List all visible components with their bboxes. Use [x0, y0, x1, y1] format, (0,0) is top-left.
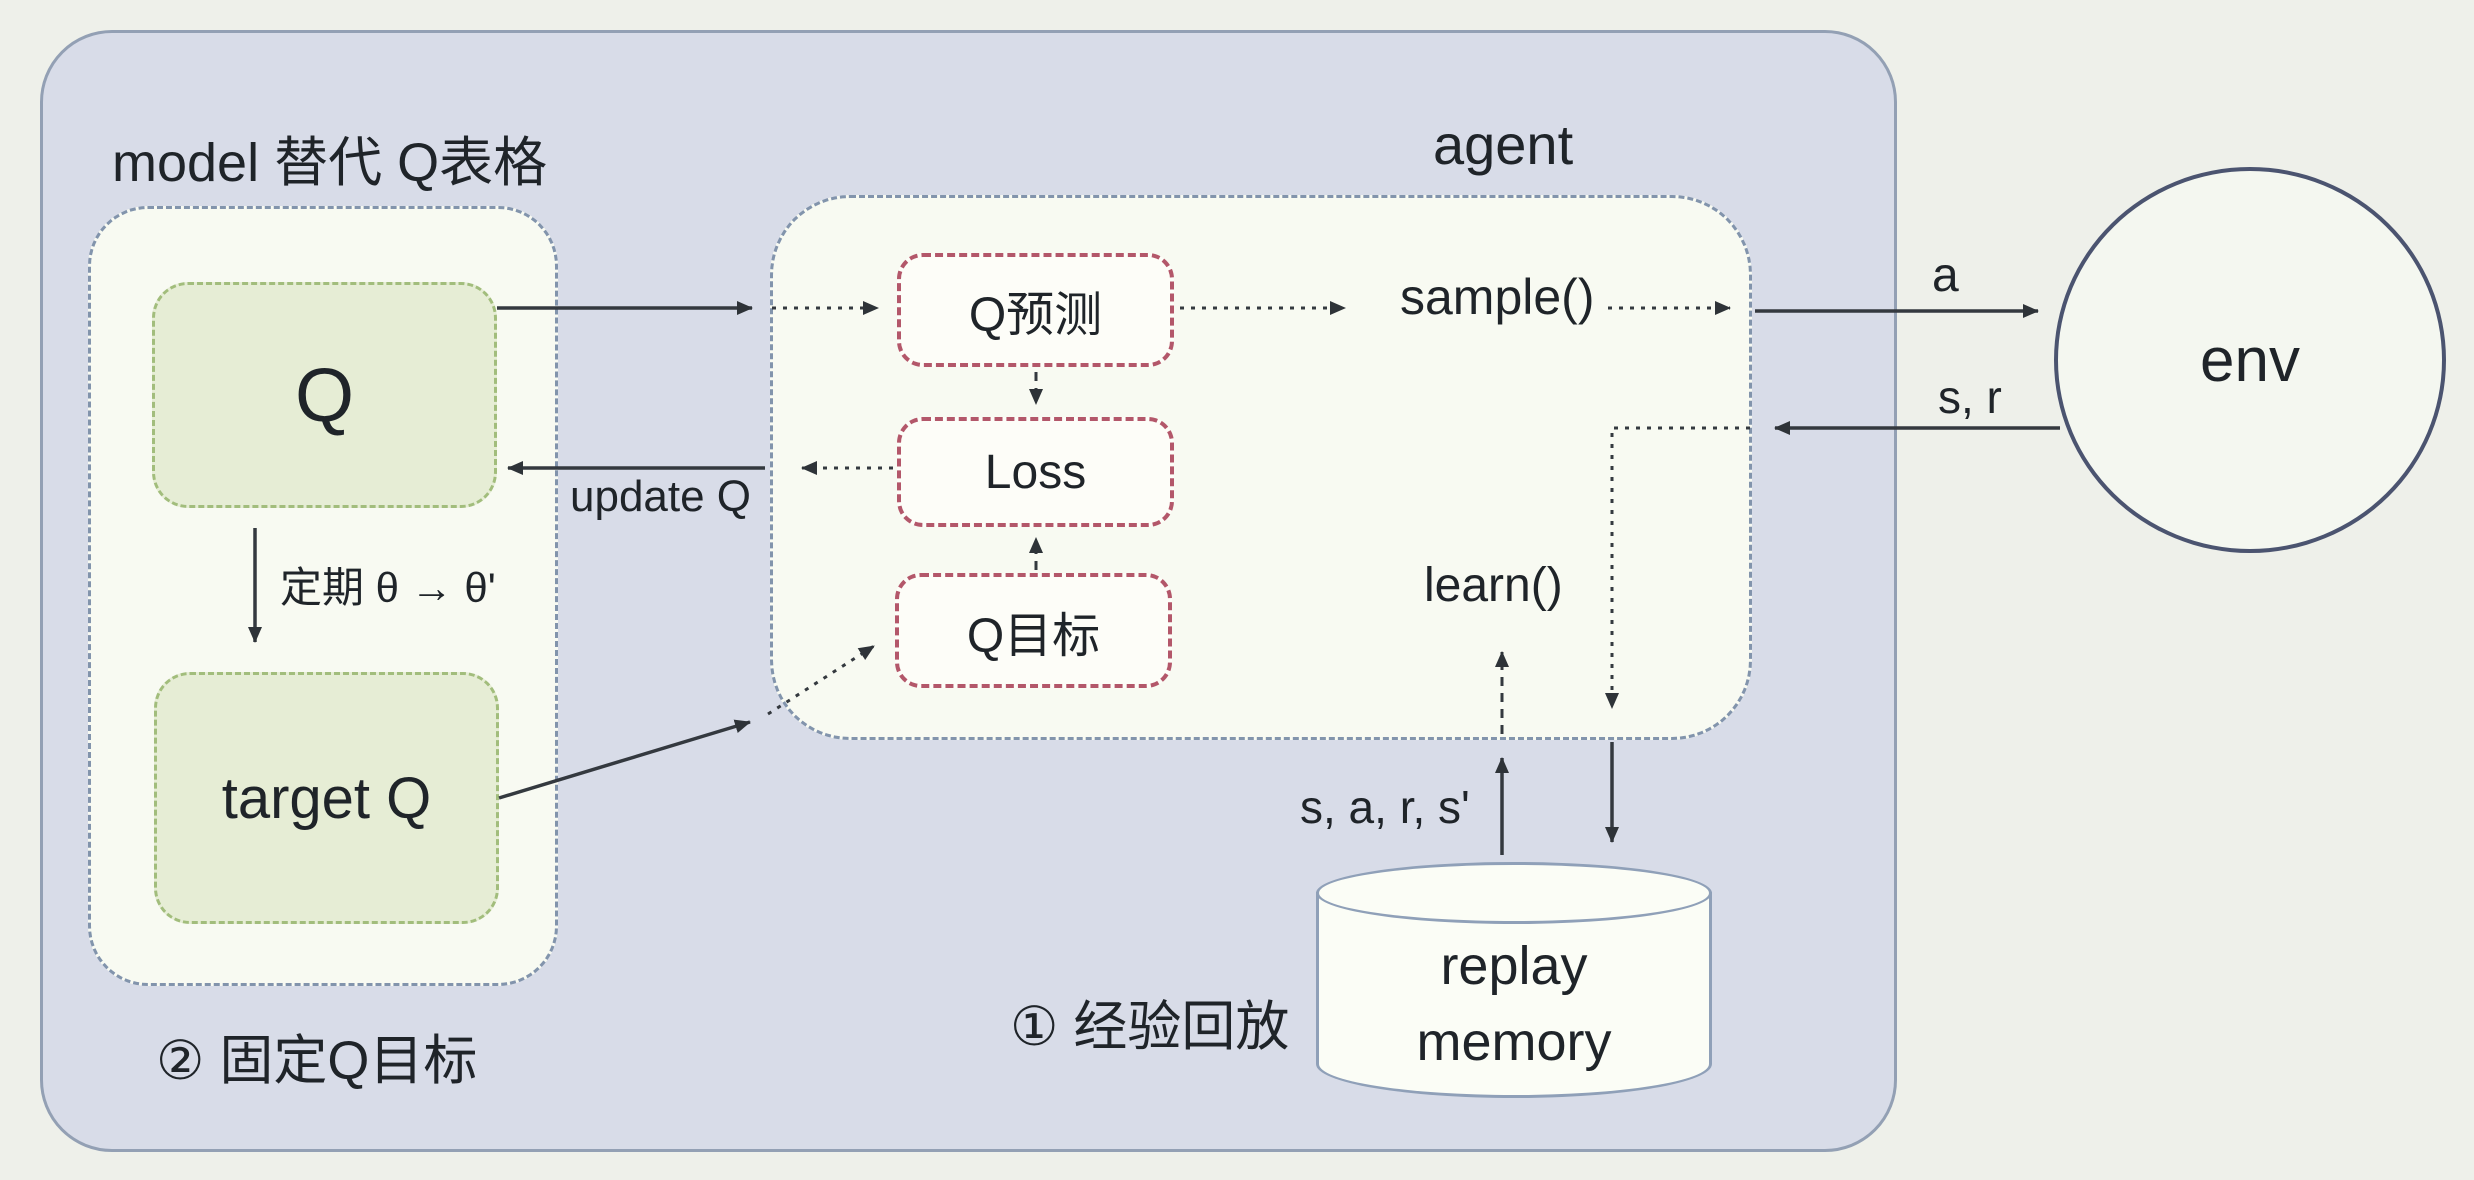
transition-label: s, a, r, s': [1300, 781, 1470, 833]
experience-replay-caption: ① 经验回放: [1010, 997, 1290, 1057]
env-label: env: [2200, 325, 2300, 395]
periodic-sync-label: 定期 θ → θ': [280, 564, 496, 611]
env-node: env: [2054, 167, 2446, 553]
q-prediction-node: Q预测: [897, 253, 1174, 367]
replay-memory-cylinder-body: [1316, 892, 1712, 1098]
q-prediction-label: Q预测: [968, 289, 1103, 342]
target-q-network-label: target Q: [221, 765, 432, 831]
q-network-label: Q: [294, 352, 355, 438]
agent-title: agent: [1433, 113, 1574, 176]
action-label: a: [1932, 249, 1959, 302]
q-target-node: Q目标: [895, 573, 1172, 688]
loss-node: Loss: [897, 417, 1174, 527]
q-network-node: Q: [152, 282, 497, 508]
model-group-title: model 替代 Q表格: [112, 133, 548, 193]
state-reward-label: s, r: [1938, 371, 2002, 423]
learn-fn-label: learn(): [1424, 559, 1563, 612]
sample-fn-label: sample(): [1400, 269, 1595, 325]
q-target-label: Q目标: [966, 609, 1101, 663]
update-q-label: update Q: [570, 472, 752, 521]
target-q-network-node: target Q: [154, 672, 499, 924]
replay-memory-cylinder-top: [1316, 862, 1712, 924]
replay-memory-line2: memory: [1416, 1012, 1612, 1072]
replay-memory-line1: replay: [1440, 936, 1588, 996]
fixed-q-target-caption: ② 固定Q目标: [156, 1031, 478, 1091]
loss-label: Loss: [984, 445, 1087, 499]
replay-memory-label: replay memory: [1316, 928, 1712, 1080]
